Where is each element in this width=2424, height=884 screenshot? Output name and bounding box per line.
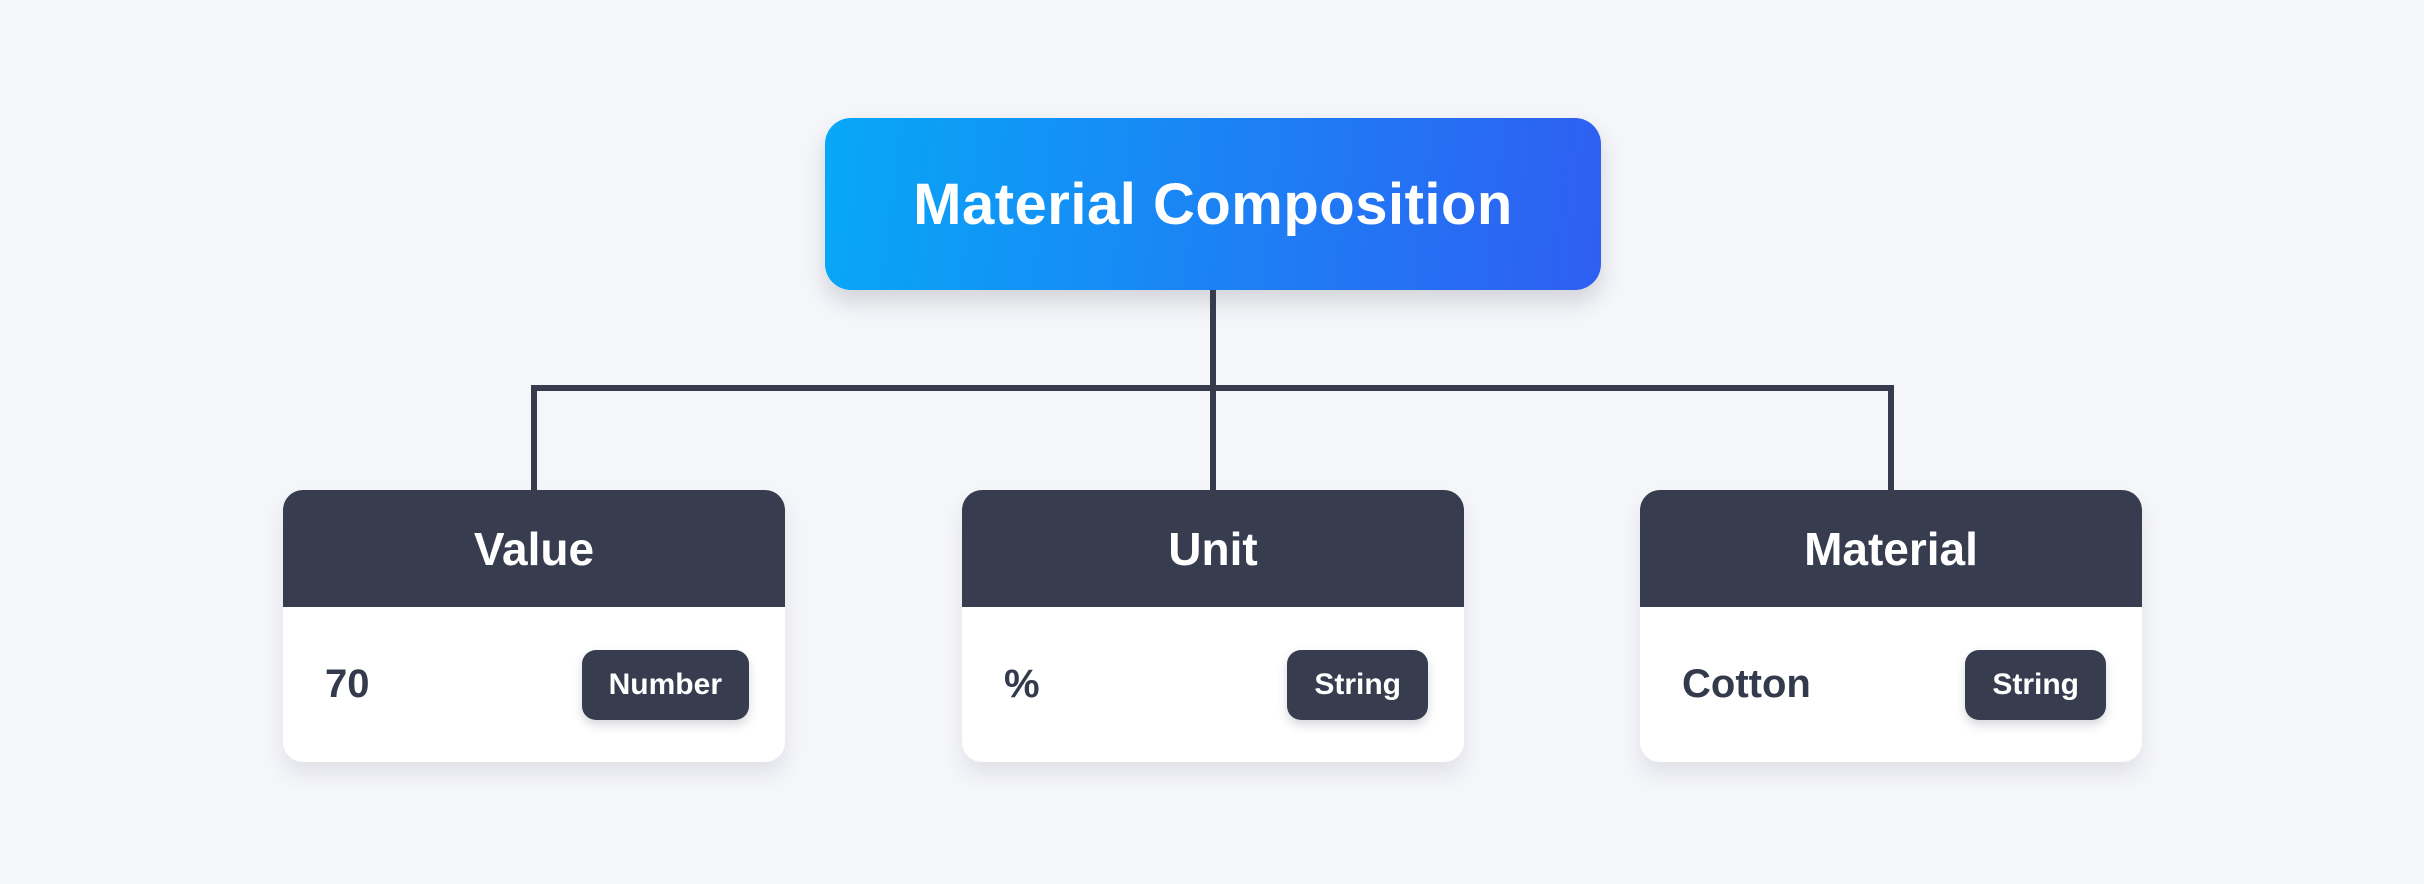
- node-card-material-title: Material: [1804, 522, 1978, 575]
- connector-drop-value: [531, 388, 537, 490]
- node-card-unit-text: %: [1004, 662, 1040, 706]
- node-card-value-title: Value: [473, 522, 595, 575]
- node-card-value-header: Value: [283, 490, 785, 607]
- node-card-value-body: 70 Number: [283, 607, 785, 762]
- root-node-label: Material Composition: [913, 171, 1513, 237]
- connector-drop-unit: [1210, 388, 1216, 490]
- node-card-material[interactable]: Material Cotton String: [1640, 490, 2142, 762]
- node-card-unit-type-badge: String: [1287, 649, 1428, 720]
- connector-drop-material: [1888, 388, 1894, 490]
- node-card-unit[interactable]: Unit % String: [962, 490, 1464, 762]
- node-card-unit-header: Unit: [962, 490, 1464, 607]
- node-card-value-type-badge: Number: [581, 649, 749, 720]
- connector-root-stem: [1210, 290, 1216, 388]
- node-card-value-text: 70: [325, 662, 370, 706]
- node-card-material-type-badge: String: [1965, 649, 2106, 720]
- node-card-unit-body: % String: [962, 607, 1464, 762]
- node-card-material-body: Cotton String: [1640, 607, 2142, 762]
- node-card-material-header: Material: [1640, 490, 2142, 607]
- node-card-unit-title: Unit: [1168, 522, 1258, 575]
- node-card-material-text: Cotton: [1682, 662, 1811, 706]
- node-card-value[interactable]: Value 70 Number: [283, 490, 785, 762]
- root-node[interactable]: Material Composition: [825, 118, 1601, 290]
